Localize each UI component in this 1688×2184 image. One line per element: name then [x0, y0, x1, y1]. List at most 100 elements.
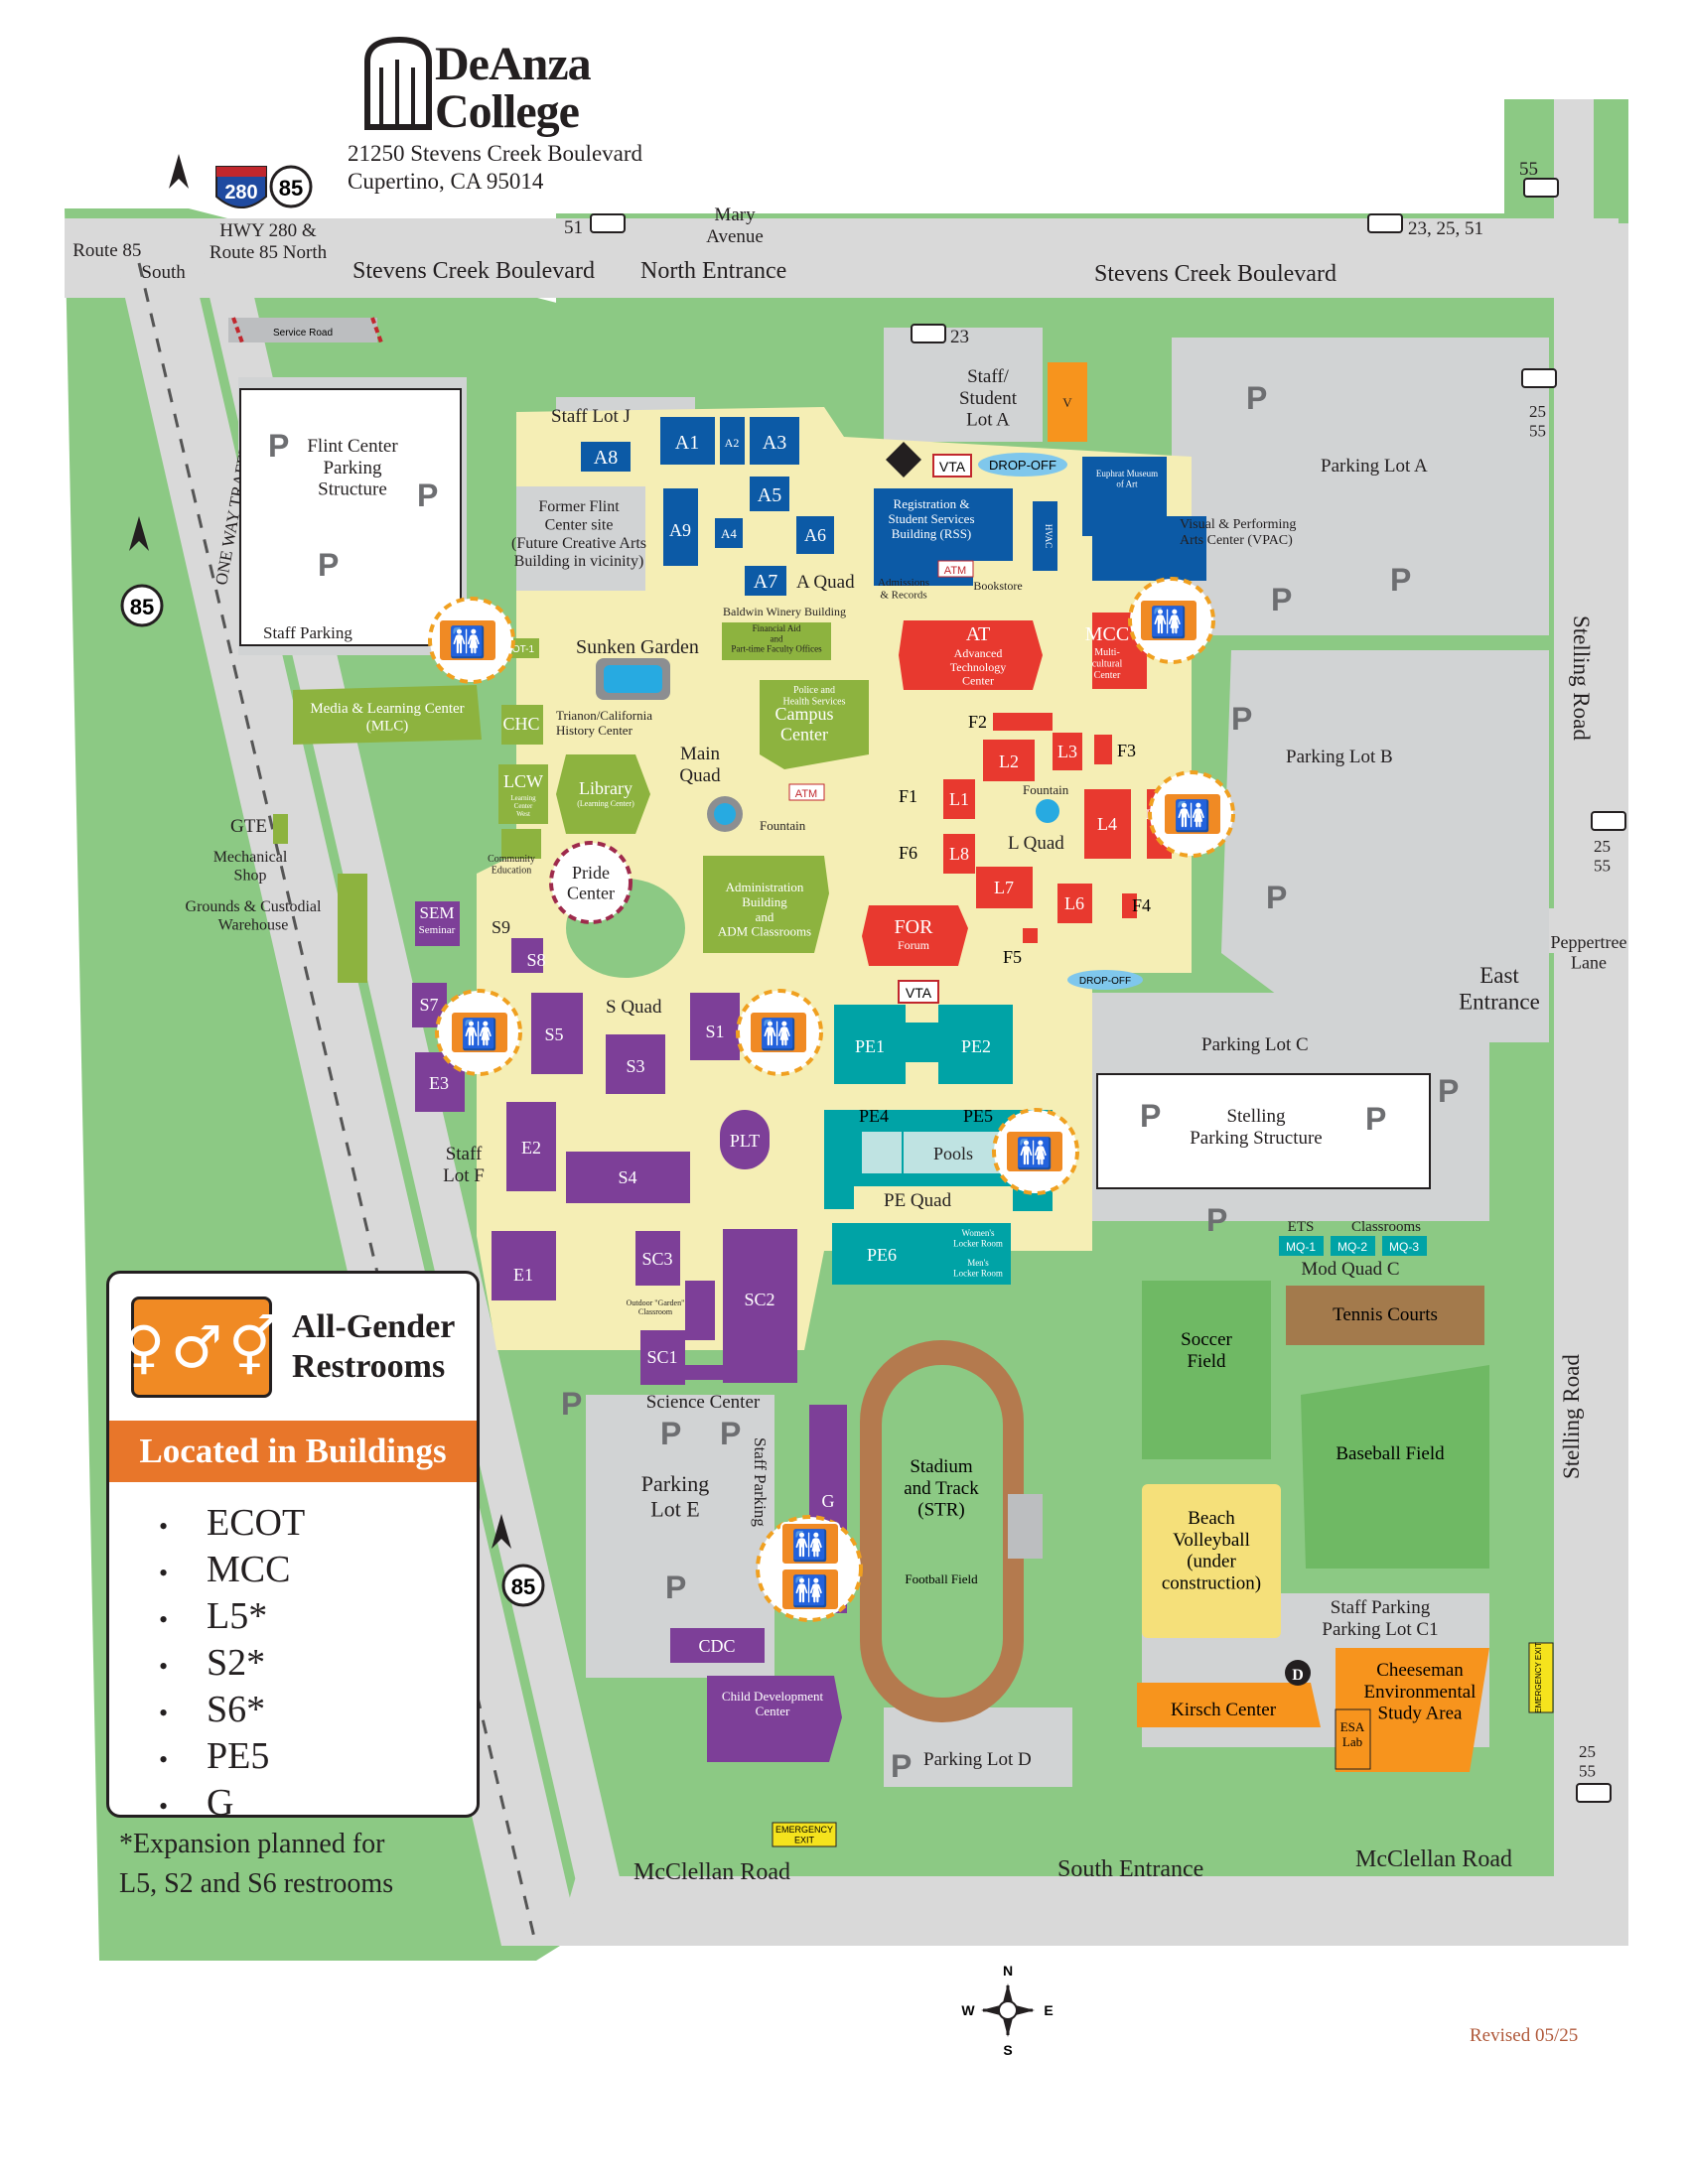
- bus-23-25-51-label: 23, 25, 51: [1408, 218, 1483, 239]
- staff-parking-label: Staff Parking: [263, 623, 352, 642]
- svg-text:EMERGENCY EXIT: EMERGENCY EXIT: [1534, 1642, 1543, 1713]
- building-mq3: MQ-3: [1389, 1240, 1419, 1254]
- building-f2: F2: [968, 712, 987, 732]
- building-a2: A2: [725, 436, 740, 450]
- blue-buildings: [581, 362, 1206, 596]
- stevens-creek-right-label: Stevens Creek Boulevard: [1094, 261, 1336, 287]
- red-buildings: [862, 613, 1172, 966]
- orange-buildings: [1137, 1648, 1489, 1772]
- bus-icon: [1521, 368, 1557, 388]
- building-pools: Pools: [933, 1144, 973, 1163]
- building-s3: S3: [626, 1056, 644, 1076]
- parking-icon: P: [1390, 562, 1411, 598]
- athletic-fields: [860, 1281, 1489, 1722]
- legend-item: PE5: [159, 1733, 477, 1780]
- transit-tags: VTA VTA DROP-OFF DROP-OFF ATM ATM: [788, 442, 1143, 1004]
- purple-buildings: [412, 901, 847, 1762]
- legend-item: S2*: [159, 1640, 477, 1687]
- interstate-number: 280: [224, 182, 257, 204]
- building-hvac: HVAC: [1044, 524, 1054, 548]
- parking-icon: P: [665, 1570, 686, 1605]
- building-v: V: [1062, 395, 1072, 410]
- parking-icon: P: [1246, 380, 1267, 416]
- south-entrance-label: South Entrance: [1057, 1856, 1203, 1882]
- hwy-280-85-north-label: HWY 280 &Route 85 North: [210, 220, 328, 263]
- building-e2: E2: [521, 1138, 541, 1158]
- staff-lot-j-label: Staff Lot J: [551, 406, 631, 427]
- building-l8: L8: [949, 844, 969, 864]
- building-sc3: SC3: [641, 1249, 672, 1269]
- building-l7: L7: [994, 878, 1014, 897]
- legend-title: All-Gender Restrooms: [292, 1308, 456, 1385]
- kirsch-center-label: Kirsch Center: [1171, 1700, 1277, 1720]
- building-s8: S8: [526, 950, 545, 970]
- building-a7: A7: [754, 571, 777, 593]
- building-a3: A3: [763, 432, 786, 454]
- bus-51-label: 51: [564, 217, 583, 238]
- compass-e: E: [1044, 2002, 1053, 2018]
- building-a6: A6: [804, 525, 826, 545]
- green-buildings: [273, 622, 869, 983]
- bus-icon: [1367, 213, 1403, 233]
- building-chc: CHC: [502, 714, 539, 734]
- building-l2: L2: [999, 751, 1019, 771]
- building-a4: A4: [721, 526, 737, 541]
- building-a1: A1: [675, 432, 699, 454]
- building-l3: L3: [1057, 742, 1077, 761]
- building-d: D: [1292, 1667, 1304, 1684]
- parking-icon: P: [1231, 701, 1252, 737]
- football-field-label: Football Field: [905, 1571, 978, 1586]
- building-a8: A8: [594, 447, 618, 469]
- building-s9: S9: [492, 917, 510, 937]
- stelling-structure: [1096, 1073, 1431, 1189]
- legend-item: MCC: [159, 1547, 477, 1593]
- fountain-l-label: Fountain: [1023, 782, 1069, 797]
- classrooms-label: Classrooms: [1351, 1219, 1421, 1235]
- building-f3: F3: [1117, 741, 1136, 760]
- legend-item: L5*: [159, 1593, 477, 1640]
- bike-icon: [886, 442, 921, 478]
- building-cdc: CDC: [698, 1636, 735, 1656]
- legend-list: ECOT MCC L5* S2* S6* PE5 G: [109, 1500, 477, 1815]
- parking-icon: P: [1266, 880, 1287, 915]
- blue-building-labels: A8 A1 A2 A3 A9 A5 A4 A6 A7 Registration …: [594, 395, 1158, 593]
- building-at: AT: [966, 623, 990, 645]
- staff-parking-vertical-label: Staff Parking: [751, 1437, 770, 1527]
- bus-icon: [1576, 1783, 1612, 1803]
- l-quad-label: L Quad: [1008, 833, 1064, 854]
- service-road: Service Road: [228, 317, 384, 346]
- revised-date: Revised 05/25: [1470, 2025, 1579, 2046]
- building-s5: S5: [544, 1024, 563, 1044]
- sunken-garden-label: Sunken Garden: [576, 636, 699, 658]
- bus-icon: [1591, 811, 1626, 831]
- route-85-shield-south: 85: [501, 1564, 545, 1607]
- building-lcw: LCW: [503, 771, 543, 791]
- building-pe6: PE6: [867, 1245, 897, 1265]
- compass-rose-icon: N S W E: [961, 1963, 1053, 2058]
- flint-center-structure: [239, 388, 462, 646]
- building-sem-sub: Seminar: [419, 924, 456, 936]
- mcclellan-right-label: McClellan Road: [1355, 1846, 1512, 1872]
- building-library: Library: [579, 778, 633, 798]
- north-entrance-label: North Entrance: [640, 258, 786, 284]
- s-quad-label: S Quad: [606, 997, 662, 1018]
